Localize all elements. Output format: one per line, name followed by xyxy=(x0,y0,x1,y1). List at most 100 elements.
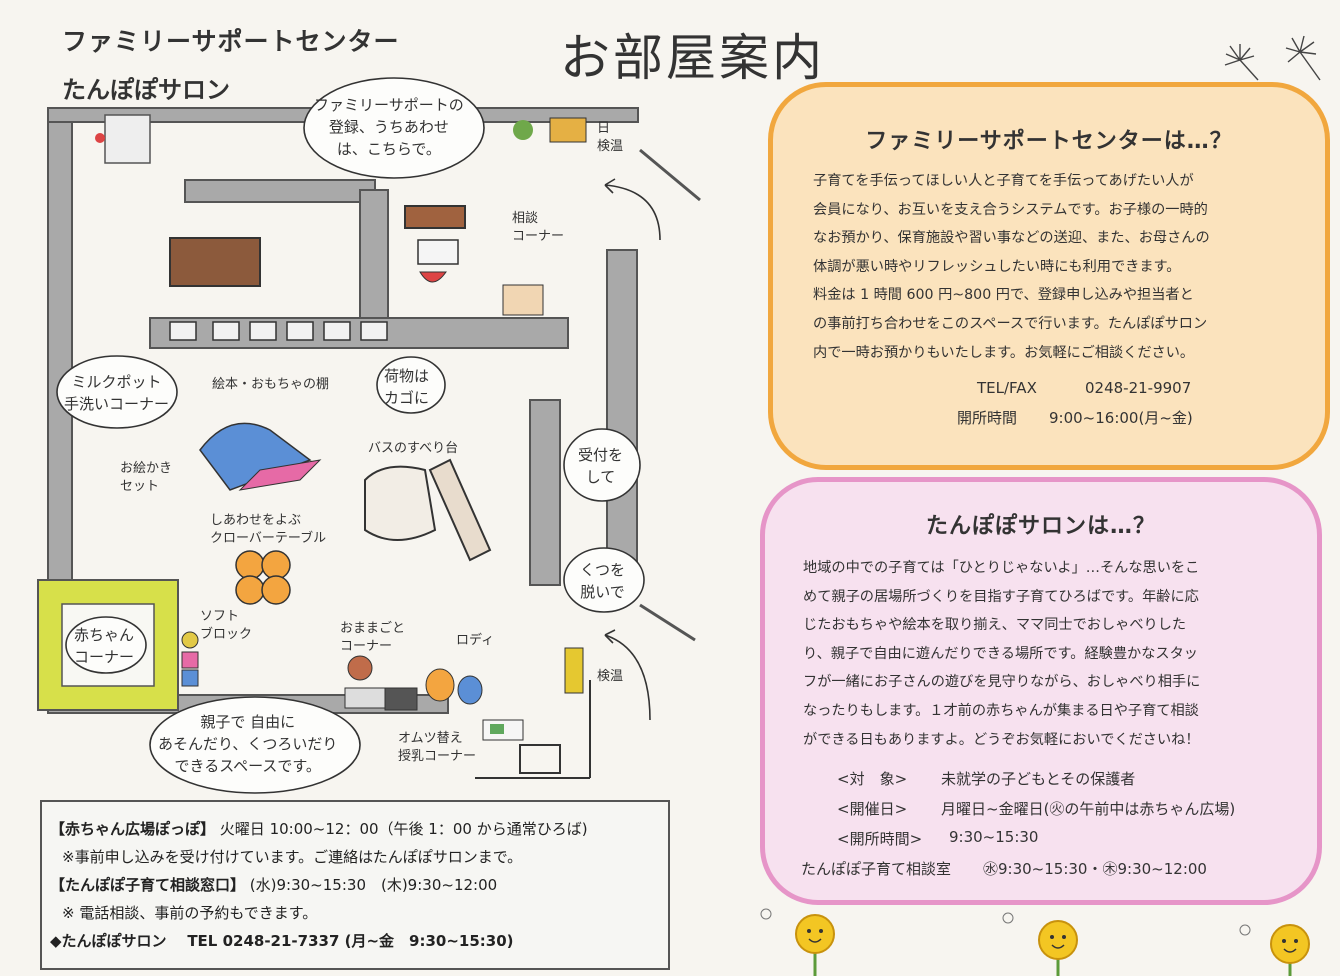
picturebook-shelf-label: 絵本・おもちゃの棚 xyxy=(212,377,330,392)
reception-line: して xyxy=(585,467,616,486)
notice-line-1: 【赤ちゃん広場ぽっぽ】 火曜日 10:00~12：00（午後 1：00 から通常… xyxy=(50,818,588,839)
fsc-title: ファミリーサポートセンターは…？ xyxy=(865,129,1233,154)
notice-line-2: ※事前申し込みを受け付けています。ご連絡はたんぽぽサロンまで。 xyxy=(62,848,523,866)
play-house-label: おままごと コーナー xyxy=(340,620,405,655)
free-space-bubble: 親子で 自由に あそんだり、くつろいだり できるスペースです。 xyxy=(158,712,337,777)
org-name: ファミリーサポートセンター xyxy=(62,27,400,56)
reception-line: 受付を xyxy=(578,446,624,464)
consult-window-schedule: (水)9:30~15:30 (木)9:30~12:00 xyxy=(249,876,498,894)
page-title: お部屋案内 xyxy=(560,29,825,87)
salon-consult-value: ㊌9:30~15:30・㊍9:30~12:00 xyxy=(983,860,1207,878)
salon-target-label: <対 象> xyxy=(837,770,908,788)
diaper-line: オムツ替え xyxy=(398,731,463,746)
fsc-body-line: 体調が悪い時やリフレッシュしたい時にも利用できます。 xyxy=(813,258,1181,275)
floor-map xyxy=(37,77,701,794)
fsc-body: 子育てを手伝ってほしい人と子育てを手伝ってあげたい人が 会員になり、お互いを支え… xyxy=(813,167,1210,367)
salon-body-line: り、親子で自由に遊んだりできる場所です。経験豊かなスタッ xyxy=(803,645,1198,662)
baby-plaza-schedule: 火曜日 10:00~12：00（午後 1：00 から通常ひろば) xyxy=(219,820,588,838)
salon-contact-tel: TEL 0248-21-7337 (月~金 9:30~15:30) xyxy=(187,932,514,950)
fsc-tel-value: 0248-21-9907 xyxy=(1085,379,1192,397)
milk-line: 手洗いコーナー xyxy=(64,394,170,413)
fsc-body-line: 料金は 1 時間 600 円~800 円で、登録申し込みや担当者と xyxy=(813,287,1194,304)
consult-corner-label: 相談 コーナー xyxy=(512,210,564,245)
registration-bubble: ファミリーサポートの 登録、うちあわせ は、こちらで。 xyxy=(314,95,464,160)
dandelion-flower-icon xyxy=(760,908,1310,976)
play-house-line: おままごと xyxy=(340,621,406,636)
salon-body: 地域の中での子育ては「ひとりじゃないよ」…そんな思いをこ めて親子の居場所づくり… xyxy=(803,554,1200,754)
salon-body-line: 地域の中での子育ては「ひとりじゃないよ」…そんな思いをこ xyxy=(803,560,1200,576)
salon-body-line: じたおもちゃや絵本を取り揃え、ママ同士でおしゃべりした xyxy=(803,617,1187,634)
free-space-line: できるスペースです。 xyxy=(174,756,321,775)
salon-name: たんぽぽサロン xyxy=(62,76,230,104)
baby-corner-line: コーナー xyxy=(74,647,135,666)
soft-block-line: ブロック xyxy=(200,626,253,642)
consult-line: 相談 xyxy=(512,211,539,226)
fsc-body-line: の事前打ち合わせをこのスペースで行います。たんぽぽサロン xyxy=(813,315,1208,332)
fsc-body-line: なお預かり、保育施設や習い事などの送迎、また、お母さんの xyxy=(813,230,1210,247)
clover-table-label: しあわせをよぶ クローバーテーブル xyxy=(210,512,326,547)
free-space-line: 親子で 自由に xyxy=(200,713,296,731)
salon-days-label: <開催日> xyxy=(837,800,908,818)
consult-line: コーナー xyxy=(512,228,565,244)
salon-target-value: 未就学の子どもとその保護者 xyxy=(941,770,1136,788)
fsc-hours-value: 9:00~16:00(月~金) xyxy=(1049,409,1193,427)
milk-pot-bubble: ミルクポット 手洗いコーナー xyxy=(64,372,169,416)
fsc-tel-label: TEL/FAX xyxy=(977,379,1037,397)
salon-body-line: めて親子の居場所づくりを目指す子育てひろばです。年齢に応 xyxy=(803,588,1199,605)
rody-label: ロディ xyxy=(456,633,495,648)
dandelion-seed-icon xyxy=(1224,35,1321,81)
notice-line-4: ※ 電話相談、事前の予約もできます。 xyxy=(62,904,318,922)
notice-box: 【赤ちゃん広場ぽっぽ】 火曜日 10:00~12：00（午後 1：00 から通常… xyxy=(40,800,670,970)
salon-title: たんぽぽサロンは…？ xyxy=(925,514,1156,539)
salon-hours-value: 9:30~15:30 xyxy=(949,828,1039,846)
plant-icon xyxy=(513,120,533,140)
baby-corner-line: 赤ちゃん xyxy=(74,626,135,644)
play-house-line: コーナー xyxy=(340,638,393,654)
baby-plaza-title: 【赤ちゃん広場ぽっぽ】 xyxy=(50,820,216,838)
entrance-temp-label-2: 検温 xyxy=(597,669,624,684)
shoes-line: くつを xyxy=(580,561,626,579)
basket-line: 荷物は xyxy=(384,367,430,385)
drawing-line: セット xyxy=(120,478,160,494)
clover-line: しあわせをよぶ xyxy=(210,513,302,528)
diaper-corner-label: オムツ替え 授乳コーナー xyxy=(398,730,476,765)
bus-slide-label: バスのすべり台 xyxy=(368,441,459,456)
shoes-bubble: くつを 脱いで xyxy=(580,560,625,604)
clover-line: クローバーテーブル xyxy=(210,530,327,546)
basket-line: カゴに xyxy=(384,388,430,407)
reception-bubble: 受付を して xyxy=(578,445,623,489)
arrow-icon xyxy=(604,178,661,721)
drawing-set-label: お絵かき セット xyxy=(120,460,172,495)
family-support-info: ファミリーサポートセンターは…？ 子育てを手伝ってほしい人と子育てを手伝ってあげ… xyxy=(768,82,1330,470)
milk-line: ミルクポット xyxy=(71,373,162,391)
salon-consult-label: たんぽぽ子育て相談室 xyxy=(801,860,952,878)
registration-line: 登録、うちあわせ xyxy=(328,117,449,136)
fsc-hours-label: 開所時間 xyxy=(957,409,1018,427)
fsc-body-line: 会員になり、お互いを支え合うシステムです。お子様の一時的 xyxy=(813,201,1208,218)
registration-line: ファミリーサポートの xyxy=(314,96,464,114)
basket-bubble: 荷物は カゴに xyxy=(384,366,429,410)
salon-info: たんぽぽサロンは…？ 地域の中での子育ては「ひとりじゃないよ」…そんな思いをこ … xyxy=(760,477,1322,905)
soft-block-line: ソフト xyxy=(200,609,240,624)
salon-contact-name: ◆たんぽぽサロン xyxy=(50,932,167,950)
salon-days-value: 月曜日~金曜日(㊋の午前中は赤ちゃん広場) xyxy=(941,800,1236,818)
salon-body-line: フが一緒にお子さんの遊びを見守りながら、おしゃべり相手に xyxy=(803,674,1201,691)
drawing-line: お絵かき xyxy=(120,461,173,476)
baby-corner-label: 赤ちゃん コーナー xyxy=(74,625,134,669)
entrance-line: 日 xyxy=(597,121,611,136)
consult-window-title: 【たんぽぽ子育て相談窓口】 xyxy=(50,876,246,894)
registration-line: は、こちらで。 xyxy=(336,139,441,158)
salon-body-line: なったりもします。１才前の赤ちゃんが集まる日や子育て相談 xyxy=(803,702,1199,719)
salon-hours-label: <開所時間> xyxy=(837,830,923,848)
diaper-line: 授乳コーナー xyxy=(398,748,477,764)
soft-block-label: ソフト ブロック xyxy=(200,608,252,643)
shoes-line: 脱いで xyxy=(580,582,625,601)
entrance-line: 検温 xyxy=(597,138,624,154)
salon-body-line: ができる日もありますよ。どうぞお気軽においでくださいね！ xyxy=(803,731,1200,748)
notice-line-5: ◆たんぽぽサロン TEL 0248-21-7337 (月~金 9:30~15:3… xyxy=(50,930,514,951)
free-space-line: あそんだり、くつろいだり xyxy=(158,734,338,753)
notice-line-3: 【たんぽぽ子育て相談窓口】 (水)9:30~15:30 (木)9:30~12:0… xyxy=(50,874,497,895)
fsc-body-line: 子育てを手伝ってほしい人と子育てを手伝ってあげたい人が xyxy=(813,173,1194,189)
entrance-temp-label: 日 検温 xyxy=(597,120,623,155)
fsc-body-line: 内で一時お預かりもいたします。お気軽にご相談ください。 xyxy=(813,344,1195,361)
